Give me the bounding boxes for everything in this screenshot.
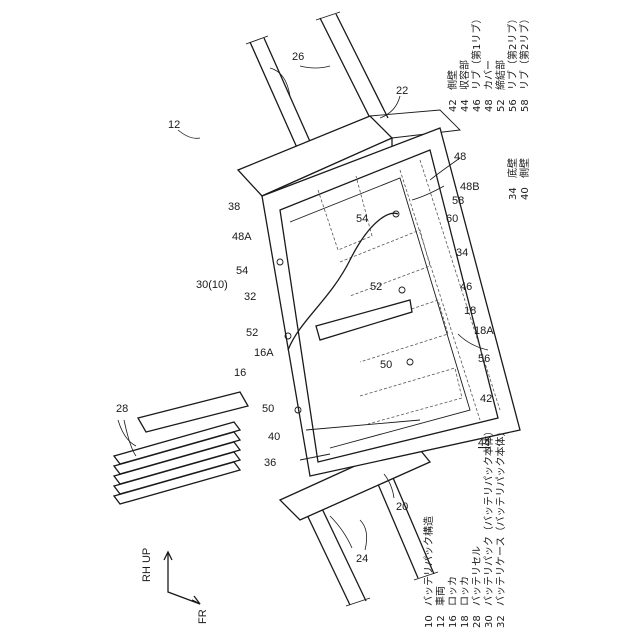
num-32: 32 xyxy=(244,291,256,303)
legend-top-3-num: 48 xyxy=(484,99,495,112)
num-16A: 16A xyxy=(254,347,274,359)
num-20: 20 xyxy=(396,501,408,513)
legend-top-2-text: リブ（第1リブ） xyxy=(470,14,483,90)
legend-bottom-6-num: 32 xyxy=(496,615,507,628)
legend-top-1-text: 収容部 xyxy=(458,60,471,90)
num-42: 42 xyxy=(480,393,492,405)
num-26: 26 xyxy=(292,51,304,63)
legend-bottom-6-text: バッテリケース（バッテリパック本体） xyxy=(494,427,507,607)
legend-top-5-num: 56 xyxy=(508,99,519,112)
legend-bottom-4-text: バッテリセル xyxy=(471,546,483,606)
legend-bottom-1-text: 車両 xyxy=(434,586,447,606)
legend-bottom-3-text: ロッカ xyxy=(459,576,471,606)
legend-bottom-5-text: バッテリパック（バッテリパック本体） xyxy=(482,426,495,606)
legend-bottom-0-text: バッテリパック構造 xyxy=(422,516,435,606)
num-34: 34 xyxy=(456,247,468,259)
num-58: 58 xyxy=(452,195,464,207)
legend-top-3-text: カバー xyxy=(483,60,495,90)
num-48A: 48A xyxy=(232,231,252,243)
num-48B: 48B xyxy=(460,181,480,193)
legend-bottom-3-num: 18 xyxy=(460,615,471,628)
num-36: 36 xyxy=(264,457,276,469)
legend-bottom-1-num: 12 xyxy=(436,615,447,628)
num-16: 16 xyxy=(234,367,246,379)
legend-top-r1-text: 側壁 xyxy=(518,158,531,178)
num-28: 28 xyxy=(116,403,128,415)
legend-bottom-0-num: 10 xyxy=(424,615,435,628)
num-52-upper: 52 xyxy=(370,281,382,293)
legend-bottom-2-text: ロッカ xyxy=(447,576,459,606)
label-rh-up: RH UP xyxy=(141,548,153,582)
num-60: 60 xyxy=(446,213,458,225)
num-46: 46 xyxy=(460,281,472,293)
num-30: 30(10) xyxy=(196,279,228,291)
battery-cells xyxy=(114,422,240,504)
legend-top-6-num: 58 xyxy=(520,99,531,112)
legend-bottom-4-num: 28 xyxy=(472,615,483,628)
legend-top-0-text: 側壁 xyxy=(446,70,459,90)
legend-top-4-num: 52 xyxy=(496,99,507,112)
legend-top-2-num: 46 xyxy=(472,99,483,112)
legend-top: 42 側壁 44 収容部 46 リブ（第1リブ） 48 カバー 52 締結部 5… xyxy=(446,14,531,200)
num-54-upper: 54 xyxy=(356,213,368,225)
num-12: 12 xyxy=(168,119,180,131)
num-50-left: 50 xyxy=(262,403,274,415)
legend-top-0-num: 42 xyxy=(448,99,459,112)
num-22: 22 xyxy=(396,85,408,97)
legend-top-5-text: リブ（第2リブ） xyxy=(506,14,519,90)
num-56: 56 xyxy=(478,353,490,365)
label-fr: FR xyxy=(197,609,209,624)
legend-top-r0-num: 34 xyxy=(508,187,519,200)
num-24: 24 xyxy=(356,553,368,565)
legend-top-6-text: リブ（第2リブ） xyxy=(518,14,531,90)
num-18A: 18A xyxy=(474,325,494,337)
num-52-lower: 52 xyxy=(246,327,258,339)
legend-bottom-5-num: 30 xyxy=(484,615,495,628)
legend-top-1-num: 44 xyxy=(460,99,471,112)
legend-top-4-text: 締結部 xyxy=(494,60,507,90)
num-50-right: 50 xyxy=(380,359,392,371)
num-18: 18 xyxy=(464,305,476,317)
legend-bottom: 10 バッテリパック構造 12 車両 16 ロッカ 18 ロッカ 28 バッテリ… xyxy=(422,426,507,628)
legend-top-r1-num: 40 xyxy=(520,187,531,200)
direction-arrow xyxy=(164,552,200,604)
num-48: 48 xyxy=(454,151,466,163)
num-40: 40 xyxy=(268,431,280,443)
legend-bottom-2-num: 16 xyxy=(448,615,459,628)
num-38: 38 xyxy=(228,201,240,213)
num-54-lower: 54 xyxy=(236,265,248,277)
legend-top-r0-text: 底壁 xyxy=(506,158,519,178)
